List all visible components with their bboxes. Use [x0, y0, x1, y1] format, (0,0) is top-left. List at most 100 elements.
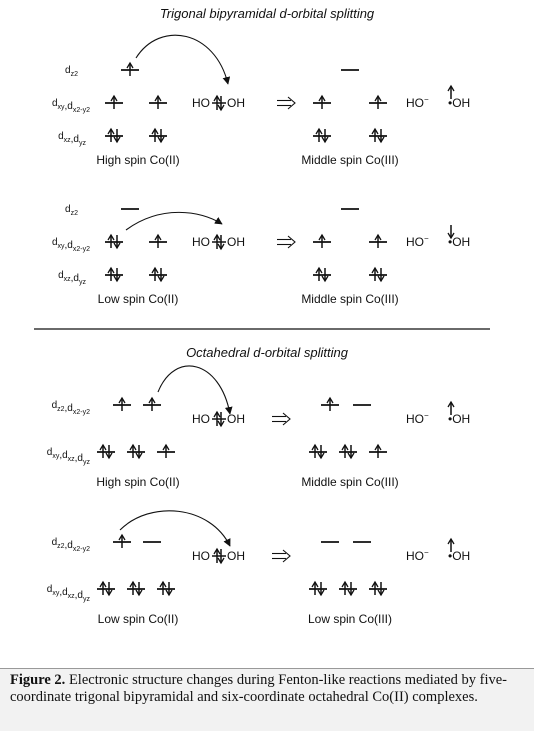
reaction-products: HO−•OH: [406, 411, 470, 426]
spin-up-arrow: [99, 443, 107, 458]
spin-up-arrow: [341, 443, 349, 458]
hydroxide-text: HO−: [406, 411, 429, 426]
spin-down-arrow: [377, 582, 385, 597]
reaction-products: HO− •OH: [406, 234, 470, 249]
hydroxide-text: HO−: [406, 234, 429, 249]
spin-up-arrow: [107, 266, 115, 281]
electron-transfer-arrow: [119, 510, 231, 547]
spin-up-arrow: [107, 233, 115, 248]
spin-down-arrow: [135, 445, 143, 460]
spin-down-arrow: [113, 235, 121, 250]
spin-up-arrow: [126, 61, 134, 76]
panel-label-product: Middle spin Co(III): [301, 153, 398, 167]
spin-up-arrow: [326, 396, 334, 411]
panel-label-reactant: High spin Co(II): [96, 153, 179, 167]
reaction-arrow-icon: [277, 96, 296, 110]
section-title-octahedral: Octahedral d-orbital splitting: [186, 345, 349, 360]
peroxide-spin-up-arrow: [213, 94, 221, 110]
reaction-arrow-icon: [272, 549, 291, 563]
spin-down-arrow: [317, 582, 325, 597]
spin-up-arrow: [374, 233, 382, 248]
spin-up-arrow: [374, 443, 382, 458]
spin-down-arrow: [347, 445, 355, 460]
spin-up-arrow: [154, 94, 162, 109]
peroxide-oh-text: OH: [227, 549, 245, 563]
spin-up-arrow: [129, 443, 137, 458]
hydroxyl-radical-text: •OH: [448, 235, 470, 249]
peroxide-molecule: HO OH: [192, 96, 245, 110]
spin-up-arrow: [315, 127, 323, 142]
spin-up-arrow: [110, 94, 118, 109]
reaction-arrow-icon: [277, 235, 296, 249]
orbital-label-dxz-dyz: dxz,dyz: [58, 270, 86, 286]
peroxide-oh-text: OH: [227, 96, 245, 110]
spin-down-arrow: [157, 268, 165, 283]
spin-up-arrow: [311, 443, 319, 458]
spin-up-arrow: [371, 580, 379, 595]
spin-up-arrow: [118, 396, 126, 411]
peroxide-molecule: HO OH: [192, 412, 245, 426]
peroxide-spin-up-arrow: [213, 233, 221, 249]
hydroxyl-radical-text: •OH: [448, 549, 470, 563]
panel-label-product: Middle spin Co(III): [301, 475, 398, 489]
spin-down-arrow: [135, 582, 143, 597]
spin-up-arrow: [107, 127, 115, 142]
spin-up-arrow: [151, 127, 159, 142]
figure-caption: Figure 2. Electronic structure changes d…: [0, 668, 534, 731]
electron-transfer-arrow: [125, 211, 223, 231]
orbital-label-dxy-dx2y2: dxy,dx2-y2: [52, 237, 90, 253]
panel-label-product: Low spin Co(III): [308, 612, 392, 626]
section-title-trigonal-bipyramidal: Trigonal bipyramidal d-orbital splitting: [160, 6, 375, 21]
spin-down-arrow: [105, 582, 113, 597]
peroxide-ho-text: HO: [192, 235, 210, 249]
spin-down-arrow: [105, 445, 113, 460]
spin-up-arrow: [371, 266, 379, 281]
orbital-label-dxy-dxz-dyz: dxy,dxz,dyz: [47, 584, 91, 603]
peroxide-spin-down-arrow: [217, 96, 225, 112]
hydroxide-text: HO−: [406, 95, 429, 110]
orbital-label-dxy-dx2y2: dxy,dx2-y2: [52, 98, 90, 114]
spin-down-arrow: [113, 268, 121, 283]
orbital-label-dz2-dx2y2: dz2,dx2-y2: [52, 537, 91, 553]
peroxide-ho-text: HO: [192, 96, 210, 110]
spin-up-arrow: [151, 266, 159, 281]
peroxide-spin-up-arrow: [213, 410, 221, 426]
orbital-label-dz2: dz2: [65, 65, 78, 78]
peroxide-spin-down-arrow: [217, 412, 225, 428]
hydroxyl-radical-text: •OH: [448, 96, 470, 110]
electron-transfer-arrow: [135, 34, 231, 85]
spin-up-arrow: [318, 233, 326, 248]
electron-transfer-arrow: [157, 365, 233, 415]
orbital-label-dxy-dxz-dyz: dxy,dxz,dyz: [47, 447, 91, 466]
peroxide-oh-text: OH: [227, 412, 245, 426]
hydroxide-text: HO−: [406, 548, 429, 563]
panel-label-reactant: Low spin Co(II): [98, 292, 179, 306]
spin-down-arrow: [377, 268, 385, 283]
peroxide-ho-text: HO: [192, 412, 210, 426]
reaction-products: HO− •OH: [406, 548, 470, 563]
spin-down-arrow: [321, 268, 329, 283]
radical-spin-up-arrow: [447, 537, 455, 552]
orbital-label-dz2: dz2: [65, 204, 78, 217]
spin-up-arrow: [154, 233, 162, 248]
spin-up-arrow: [159, 580, 167, 595]
spin-down-arrow: [113, 129, 121, 144]
peroxide-spin-down-arrow: [217, 549, 225, 565]
reaction-arrow-icon: [272, 412, 291, 426]
spin-down-arrow: [321, 129, 329, 144]
panel-label-reactant: High spin Co(II): [96, 475, 179, 489]
spin-up-arrow: [162, 443, 170, 458]
orbital-label-dz2-dx2y2: dz2,dx2-y2: [52, 400, 91, 416]
peroxide-ho-text: HO: [192, 549, 210, 563]
spin-up-arrow: [374, 94, 382, 109]
reaction-products: HO− •OH: [406, 95, 470, 110]
panel-label-product: Middle spin Co(III): [301, 292, 398, 306]
radical-spin-up-arrow: [447, 84, 455, 99]
spin-down-arrow: [157, 129, 165, 144]
spin-down-arrow: [317, 445, 325, 460]
radical-spin-up-arrow: [447, 400, 455, 415]
spin-up-arrow: [118, 533, 126, 548]
caption-label: Figure 2.: [10, 672, 66, 688]
panel-label-reactant: Low spin Co(II): [98, 612, 179, 626]
